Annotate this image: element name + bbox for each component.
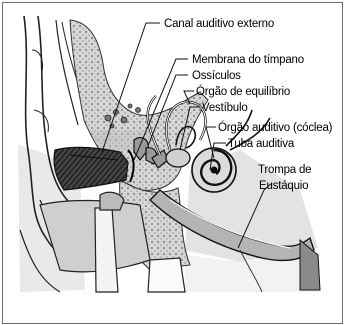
cochlea <box>192 148 236 192</box>
label-canal-auditivo-externo: Canal auditivo externo <box>164 18 274 30</box>
label-eustaquio: Eustáquio <box>259 180 308 192</box>
label-membrana-do-timpano: Membrana do tímpano <box>192 54 304 66</box>
external-auditory-canal <box>54 147 128 190</box>
label-trompa-de: Trompa de <box>258 164 311 176</box>
label-orgao-auditivo-coclea: Órgão auditivo (cóclea) <box>218 121 333 134</box>
label-orgao-de-equilibrio: Órgão de equilíbrio <box>196 85 290 98</box>
label-ossiculos: Ossículos <box>192 70 241 82</box>
label-tuba-auditiva: Tuba auditiva <box>228 138 295 150</box>
label-vestibulo: Vestíbulo <box>202 102 248 114</box>
vestibule <box>166 149 190 167</box>
